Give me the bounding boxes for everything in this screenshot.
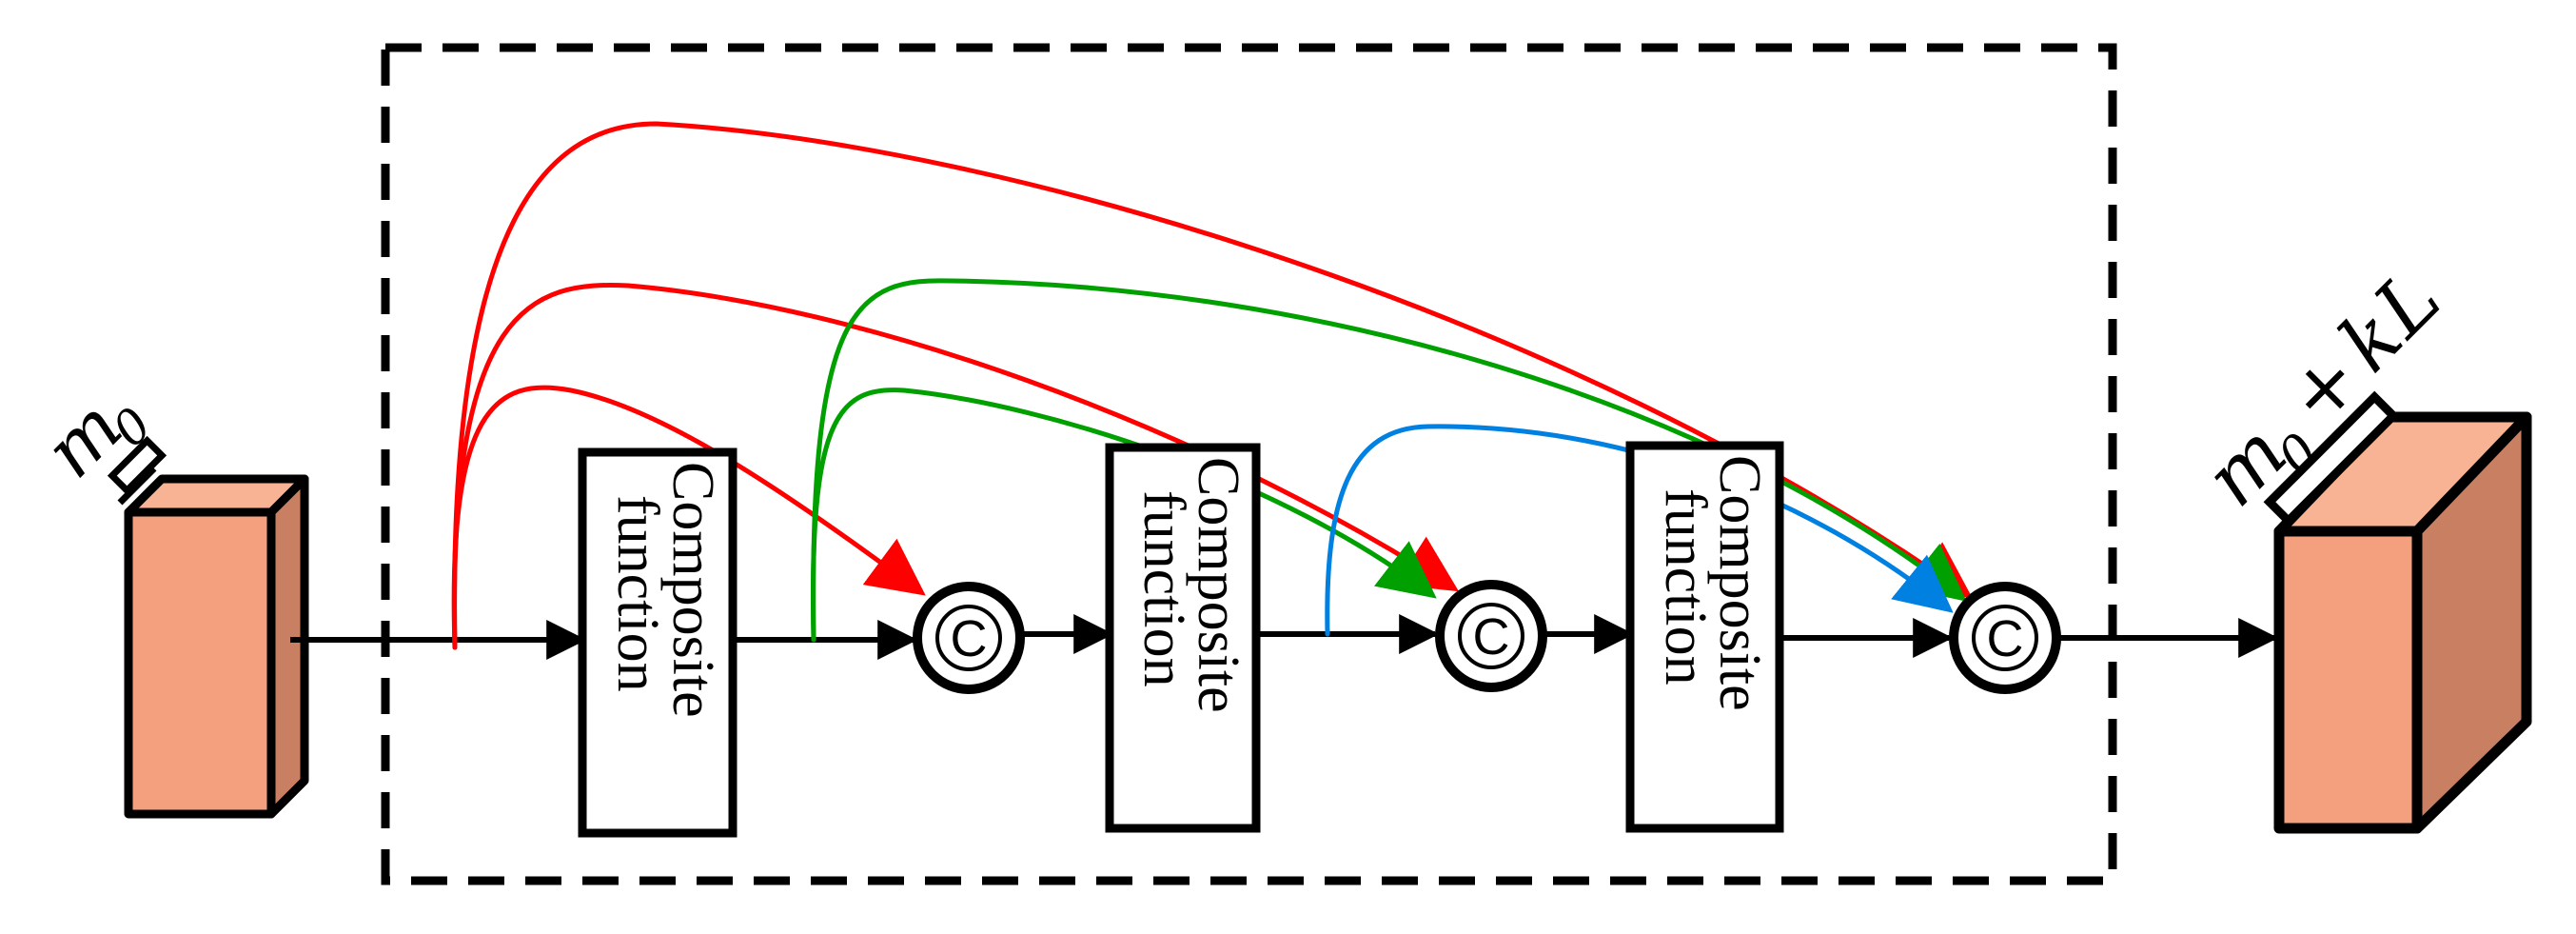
concat-3-symbol: C xyxy=(1987,610,2024,667)
main-flow xyxy=(290,614,2279,660)
blue-link-to-c3 xyxy=(1325,424,1954,637)
green-link-to-c2 xyxy=(811,388,1437,643)
concat-node-1: C xyxy=(913,582,1025,694)
output-feature-block: m 0 + k L xyxy=(2188,253,2532,834)
input-feature-block: m 0 xyxy=(29,385,309,819)
cf2-label-line1: Composite xyxy=(1186,457,1250,713)
input-block-front xyxy=(124,507,276,819)
composite-function-2: Composite function xyxy=(1105,443,1261,833)
red-link-to-c1 xyxy=(451,385,926,650)
input-thickness-bracket xyxy=(117,466,157,506)
concat-node-3: C xyxy=(1949,582,2061,694)
output-thickness-marker xyxy=(2263,390,2400,527)
input-thickness-marker xyxy=(107,435,167,496)
cf1-label-line1: Composite xyxy=(660,462,725,718)
composite-function-1: Composite function xyxy=(578,447,737,838)
red-link-to-c3 xyxy=(452,121,1973,650)
cf1-label-line2: function xyxy=(605,495,670,692)
dense-block-boundary xyxy=(381,43,2117,885)
input-block-side xyxy=(266,474,309,819)
cf3-label-line2: function xyxy=(1653,488,1718,686)
concat-2-symbol: C xyxy=(1473,608,1510,666)
cf3-label-line1: Composite xyxy=(1707,455,1772,711)
output-block-front xyxy=(2273,526,2423,834)
concat-1-symbol: C xyxy=(951,610,988,667)
concat-node-2: C xyxy=(1435,580,1547,692)
cf2-label-line2: function xyxy=(1131,490,1196,687)
composite-function-3: Composite function xyxy=(1625,441,1784,833)
